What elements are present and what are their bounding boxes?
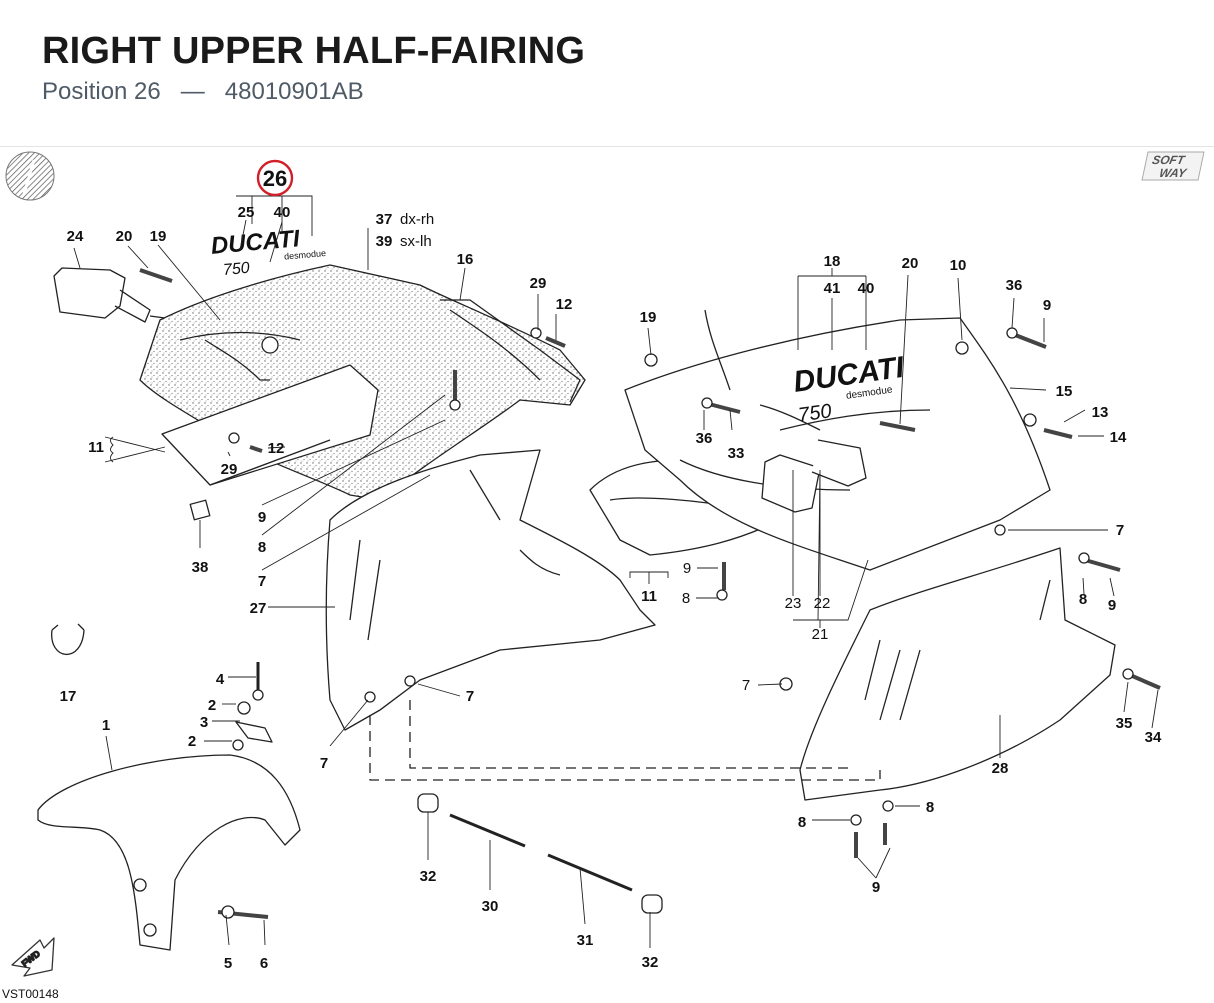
callout-8[interactable]: 8 <box>1079 591 1087 608</box>
softway-bottom-text: WAY <box>1158 166 1188 180</box>
callout-40[interactable]: 40 <box>274 204 291 221</box>
callout-2[interactable]: 2 <box>188 733 196 750</box>
callout-7[interactable]: 7 <box>320 755 328 772</box>
callout-26-highlight: 26 <box>263 166 287 191</box>
callout-38[interactable]: 38 <box>192 559 209 576</box>
callout-20[interactable]: 20 <box>902 255 919 272</box>
highlight-ring <box>256 159 294 197</box>
tie-rod-part <box>449 813 526 848</box>
position-label: Position 26 <box>42 78 161 105</box>
softway-logo-icon: SOFT WAY <box>1141 151 1205 181</box>
left-indicator-part <box>53 267 126 319</box>
part-number: 48010901AB <box>224 78 364 105</box>
central-fairing-part <box>325 449 656 731</box>
callout-32[interactable]: 32 <box>420 868 437 885</box>
left-decal: DUCATI desmodue 750 <box>210 225 327 279</box>
left-decal-sub: desmodue <box>284 248 327 262</box>
callout-4[interactable]: 4 <box>216 671 225 688</box>
page-header: RIGHT UPPER HALF-FAIRING Position 26 — 4… <box>0 0 1214 147</box>
callout-8[interactable]: 8 <box>926 799 934 816</box>
bracket-part <box>235 721 273 743</box>
callout-6[interactable]: 6 <box>260 955 268 972</box>
fairing-bracket-part <box>161 364 379 486</box>
annotation-sx-lh: sx-lh <box>400 233 432 250</box>
callout-5[interactable]: 5 <box>224 955 232 972</box>
callout-8[interactable]: 8 <box>682 590 690 607</box>
callout-8[interactable]: 8 <box>258 539 266 556</box>
callout-7[interactable]: 7 <box>742 677 750 694</box>
callout-31[interactable]: 31 <box>577 932 594 949</box>
callout-40[interactable]: 40 <box>858 280 875 297</box>
callout-2[interactable]: 2 <box>208 697 216 714</box>
page-title: RIGHT UPPER HALF-FAIRING <box>42 30 586 72</box>
callout-18[interactable]: 18 <box>824 253 841 270</box>
callout-1[interactable]: 1 <box>102 717 110 734</box>
callout-24[interactable]: 24 <box>67 228 84 245</box>
callout-25[interactable]: 25 <box>238 204 255 221</box>
callout-29[interactable]: 29 <box>221 461 238 478</box>
callout-13[interactable]: 13 <box>1092 404 1109 421</box>
callout-14[interactable]: 14 <box>1110 429 1127 446</box>
annotation-dx-rh: dx-rh <box>400 211 434 228</box>
callout-9[interactable]: 9 <box>258 509 266 526</box>
diagram-code: VST00148 <box>2 987 59 1001</box>
lower-fairing-part <box>799 547 1116 801</box>
callout-9[interactable]: 9 <box>683 560 691 577</box>
callout-11[interactable]: 11 <box>88 439 104 456</box>
page-subtitle: Position 26 — 48010901AB <box>42 78 364 106</box>
callout-7[interactable]: 7 <box>1116 522 1124 539</box>
callout-21[interactable]: 21 <box>812 626 829 643</box>
callout-35[interactable]: 35 <box>1116 715 1133 732</box>
highlighted-callout[interactable]: 26 <box>256 159 294 197</box>
callout-34[interactable]: 34 <box>1145 729 1162 746</box>
callout-33[interactable]: 33 <box>728 445 745 462</box>
rubber-bush-part <box>417 793 439 813</box>
right-decal-model: 750 <box>797 400 833 426</box>
tie-rod-part <box>547 853 633 892</box>
callout-22[interactable]: 22 <box>814 595 831 612</box>
callout-20[interactable]: 20 <box>116 228 133 245</box>
callout-12[interactable]: 12 <box>268 440 285 457</box>
callout-9[interactable]: 9 <box>872 879 880 896</box>
callout-7[interactable]: 7 <box>258 573 266 590</box>
callout-7[interactable]: 7 <box>466 688 474 705</box>
separator: — <box>180 78 205 105</box>
front-mudguard-part <box>37 754 301 951</box>
callout-12[interactable]: 12 <box>556 296 573 313</box>
callout-41[interactable]: 41 <box>824 280 841 297</box>
callout-11[interactable]: 11 <box>641 588 657 605</box>
callout-8[interactable]: 8 <box>798 814 806 831</box>
callout-27[interactable]: 27 <box>250 600 267 617</box>
callout-23[interactable]: 23 <box>785 595 802 612</box>
callout-16[interactable]: 16 <box>457 251 474 268</box>
callout-15[interactable]: 15 <box>1056 383 1073 400</box>
rubber-bush-part <box>641 894 663 914</box>
right-indicator-part <box>761 454 821 513</box>
callout-17[interactable]: 17 <box>60 688 77 705</box>
callout-28[interactable]: 28 <box>992 760 1009 777</box>
left-decal-model: 750 <box>222 260 250 279</box>
callout-9[interactable]: 9 <box>1043 297 1051 314</box>
callout-37[interactable]: 37 <box>376 211 393 228</box>
forward-arrow-icon: FWD <box>11 937 55 977</box>
callout-19[interactable]: 19 <box>640 309 657 326</box>
clip-part <box>189 499 211 521</box>
clip-ring-part <box>51 623 85 656</box>
section-logo-icon <box>5 151 55 201</box>
callout-30[interactable]: 30 <box>482 898 499 915</box>
callout-32[interactable]: 32 <box>642 954 659 971</box>
callout-19[interactable]: 19 <box>150 228 167 245</box>
callout-36[interactable]: 36 <box>696 430 713 447</box>
callout-3[interactable]: 3 <box>200 714 208 731</box>
callout-36[interactable]: 36 <box>1006 277 1023 294</box>
callout-39[interactable]: 39 <box>376 233 393 250</box>
callout-29[interactable]: 29 <box>530 275 547 292</box>
callout-9[interactable]: 9 <box>1108 597 1116 614</box>
callout-10[interactable]: 10 <box>950 257 967 274</box>
softway-top-text: SOFT <box>1151 153 1187 167</box>
leader-lines <box>73 195 1159 948</box>
